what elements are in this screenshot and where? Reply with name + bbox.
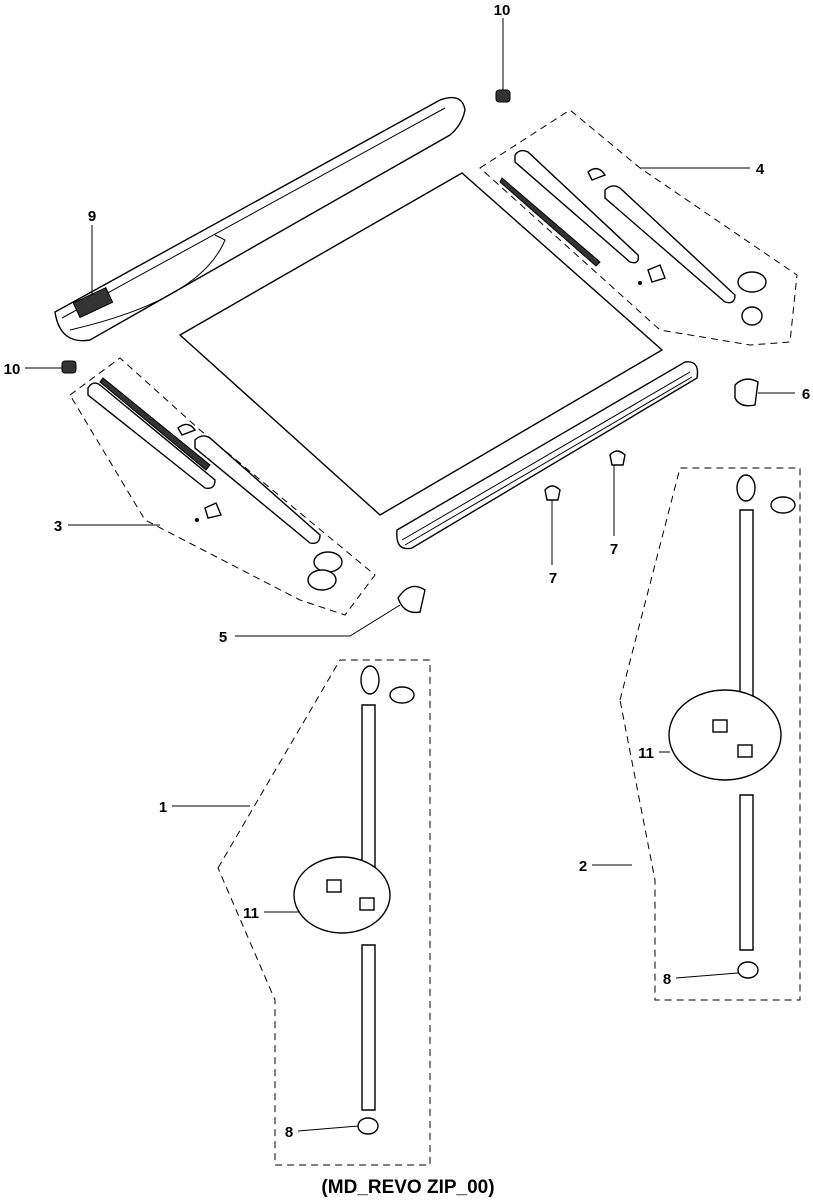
bottom-bar <box>396 361 699 550</box>
callout-4: 4 <box>756 161 765 178</box>
right-rail-group <box>499 149 767 326</box>
clip-part <box>544 485 561 501</box>
clip-part <box>609 450 626 466</box>
cassette-housing <box>54 96 466 342</box>
end-cap-bottom-left-part <box>397 585 426 614</box>
callout-10-left: 10 <box>4 361 21 378</box>
cassette-bracket-part <box>72 287 114 319</box>
left-post-group <box>293 665 415 1135</box>
callout-10-top: 10 <box>494 2 511 19</box>
end-cap-top-part <box>495 89 511 103</box>
callout-5: 5 <box>219 629 227 646</box>
end-cap-left-part <box>61 360 77 374</box>
leader-lines <box>25 18 795 1132</box>
callout-7-left: 7 <box>549 570 557 587</box>
diagram-caption: (MD_REVO ZIP_00) <box>321 1177 494 1198</box>
callout-8-right: 8 <box>663 971 671 988</box>
callout-8-left: 8 <box>285 1124 293 1141</box>
end-cap-right-part <box>734 378 759 407</box>
kit-outline-2 <box>619 467 801 1001</box>
kit-outline-1 <box>217 659 431 1166</box>
callout-6: 6 <box>802 386 810 403</box>
callout-3: 3 <box>54 518 62 535</box>
kit-outline-3 <box>69 357 376 616</box>
callout-1: 1 <box>159 799 167 816</box>
left-rail-group <box>87 377 343 591</box>
callout-11-right: 11 <box>638 745 654 762</box>
kit-outline-4 <box>479 109 798 346</box>
fabric-screen <box>178 172 664 516</box>
callout-2: 2 <box>579 858 587 875</box>
right-post-group <box>668 474 796 979</box>
callout-7-right: 7 <box>610 541 618 558</box>
callout-11-left: 11 <box>243 905 259 922</box>
callout-9: 9 <box>88 208 96 225</box>
